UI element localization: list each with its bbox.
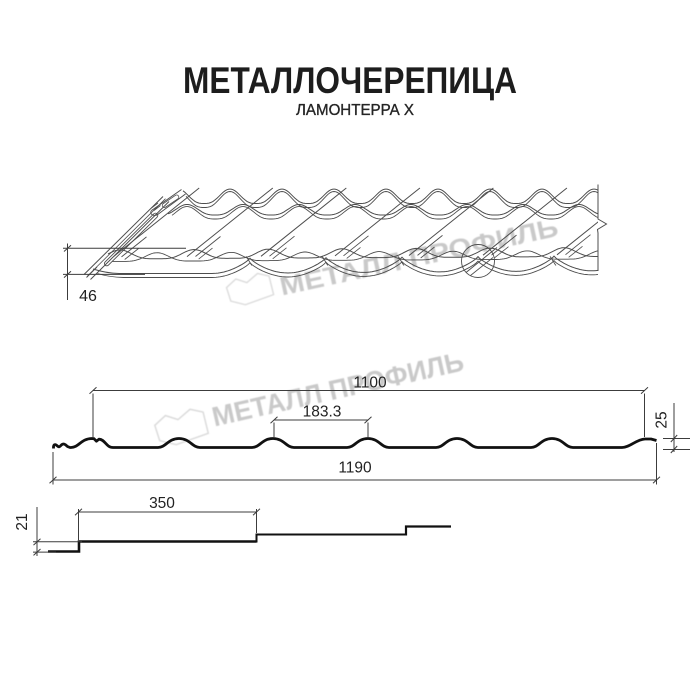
- svg-text:1100: 1100: [353, 375, 387, 392]
- svg-text:ЛАМОНТЕРРА X: ЛАМОНТЕРРА X: [296, 102, 415, 119]
- svg-text:46: 46: [79, 288, 97, 305]
- svg-text:21: 21: [14, 513, 31, 530]
- svg-text:1190: 1190: [338, 460, 372, 477]
- svg-text:183.3: 183.3: [303, 404, 342, 421]
- svg-text:МЕТАЛЛОЧЕРЕПИЦА: МЕТАЛЛОЧЕРЕПИЦА: [183, 60, 517, 101]
- svg-text:25: 25: [654, 411, 671, 428]
- svg-text:350: 350: [149, 495, 175, 512]
